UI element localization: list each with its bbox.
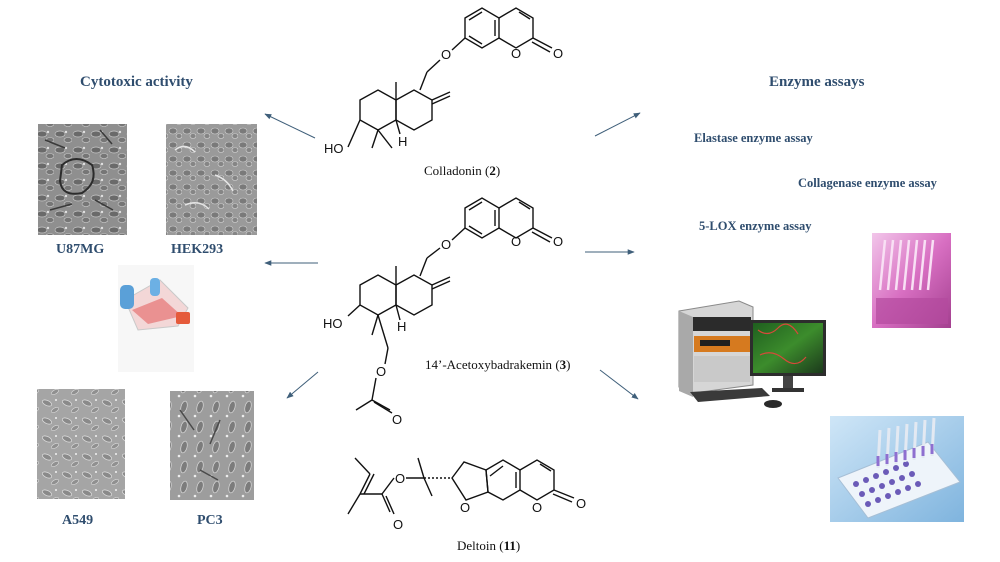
atom-o-acetoxy-ether: O (441, 237, 451, 252)
arrow-to-enzyme-top (594, 112, 641, 137)
cell-label-hek293: HEK293 (171, 242, 224, 257)
collagenase-assay-label: Collagenase enzyme assay (798, 176, 937, 190)
atom-o-colladonin-ring: O (511, 46, 521, 61)
atom-ho-colladonin: HO (324, 141, 344, 156)
photo-pc3 (170, 391, 254, 500)
atom-h-colladonin: H (398, 134, 407, 149)
compound-label-colladonin: Colladonin (2) (424, 163, 501, 178)
arrow-to-cytotoxic-top (264, 113, 316, 139)
arrows (264, 112, 641, 400)
arrow-to-enzyme-bottom (599, 369, 639, 400)
atom-o-deltoin-carbonyl: O (393, 517, 403, 532)
arrow-to-cytotoxic-bottom (286, 371, 319, 399)
photo-pink-well-plate (872, 233, 951, 328)
atom-o-acetoxy-carbonyl: O (553, 234, 563, 249)
atom-o-acetoxy-ester: O (376, 364, 386, 379)
photo-blue-well-plate (830, 416, 964, 522)
atom-o-acetoxy-acyl: O (392, 412, 402, 427)
atom-o-deltoin-furan: O (460, 500, 470, 515)
atom-ho-acetoxy: HO (323, 316, 343, 331)
photo-hek293 (166, 124, 257, 235)
atom-o-colladonin-carbonyl: O (553, 46, 563, 61)
photo-culture-flask (118, 265, 194, 372)
atom-o-deltoin-ester: O (395, 471, 405, 486)
atom-o-colladonin-ether: O (441, 47, 451, 62)
atom-h-acetoxy: H (397, 319, 406, 334)
structure-colladonin (347, 7, 553, 149)
cell-label-u87mg: U87MG (56, 242, 105, 257)
photo-u87mg (38, 124, 127, 235)
compound-label-deltoin: Deltoin (11) (457, 538, 521, 553)
cytotoxic-activity-heading: Cytotoxic activity (80, 74, 193, 90)
structure-deltoin (347, 457, 575, 515)
compound-label-acetoxybadrakemin: 14’-Acetoxybadrakemin (3) (425, 357, 571, 372)
elastase-assay-label: Elastase enzyme assay (694, 131, 813, 145)
cell-label-pc3: PC3 (197, 513, 223, 528)
photo-a549 (37, 389, 125, 499)
structure-acetoxybadrakemin (347, 197, 553, 414)
atom-o-acetoxy-ring: O (511, 234, 521, 249)
photo-plate-reader (678, 300, 826, 408)
atom-o-deltoin-ring: O (532, 500, 542, 515)
lox-assay-label: 5-LOX enzyme assay (699, 219, 812, 233)
cell-label-a549: A549 (62, 513, 94, 528)
enzyme-assays-heading: Enzyme assays (769, 74, 865, 90)
atom-o-deltoin-lactone: O (576, 496, 586, 511)
